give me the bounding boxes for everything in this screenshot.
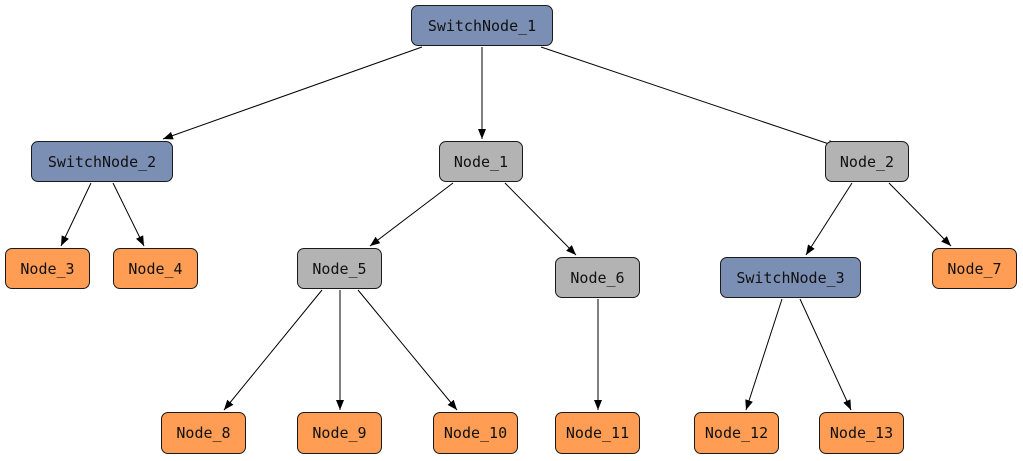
- node-6[interactable]: Node_6: [555, 257, 640, 298]
- node-10-label: Node_10: [443, 424, 508, 442]
- node-11-label: Node_11: [565, 424, 630, 442]
- switch-node-1[interactable]: SwitchNode_1: [411, 5, 553, 46]
- edge-node1-node5: [369, 182, 454, 247]
- edge-switch2-node3: [60, 182, 92, 247]
- node-13-label: Node_13: [829, 424, 894, 442]
- edge-switch3-node13: [799, 298, 852, 411]
- node-5-label: Node_5: [312, 259, 367, 278]
- edge-switch2-node4: [112, 182, 145, 247]
- node-10[interactable]: Node_10: [433, 412, 518, 454]
- edge-node2-node7: [888, 182, 952, 247]
- node-5[interactable]: Node_5: [297, 248, 382, 289]
- node-3[interactable]: Node_3: [5, 248, 90, 289]
- node-8-label: Node_8: [176, 424, 231, 442]
- edge-switch1-switch2: [162, 46, 423, 140]
- node-12[interactable]: Node_12: [694, 412, 779, 454]
- node-9-label: Node_9: [312, 424, 367, 442]
- node-2-label: Node_2: [839, 152, 895, 171]
- node-7[interactable]: Node_7: [932, 248, 1017, 289]
- switch-node-1-label: SwitchNode_1: [427, 16, 537, 35]
- node-3-label: Node_3: [20, 259, 75, 278]
- edge-switch3-node12: [745, 298, 783, 411]
- edge-node5-node10: [357, 289, 458, 411]
- node-1-label: Node_1: [453, 152, 509, 171]
- switch-node-3[interactable]: SwitchNode_3: [720, 257, 861, 298]
- switch-node-2[interactable]: SwitchNode_2: [31, 141, 173, 182]
- node-1[interactable]: Node_1: [439, 141, 523, 182]
- node-2[interactable]: Node_2: [825, 141, 909, 182]
- node-13[interactable]: Node_13: [819, 412, 904, 454]
- node-8[interactable]: Node_8: [161, 412, 246, 454]
- edge-switch1-node2: [540, 46, 839, 148]
- node-4[interactable]: Node_4: [113, 248, 198, 289]
- switch-node-2-label: SwitchNode_2: [47, 152, 157, 171]
- node-4-label: Node_4: [128, 259, 183, 278]
- node-6-label: Node_6: [570, 268, 625, 287]
- node-9[interactable]: Node_9: [297, 412, 382, 454]
- node-11[interactable]: Node_11: [555, 412, 640, 454]
- edge-node1-node6: [504, 182, 577, 256]
- node-7-label: Node_7: [947, 259, 1002, 278]
- edge-node2-switch3: [805, 182, 853, 256]
- edge-node5-node8: [223, 289, 323, 411]
- switch-node-3-label: SwitchNode_3: [736, 268, 845, 287]
- node-12-label: Node_12: [704, 424, 769, 442]
